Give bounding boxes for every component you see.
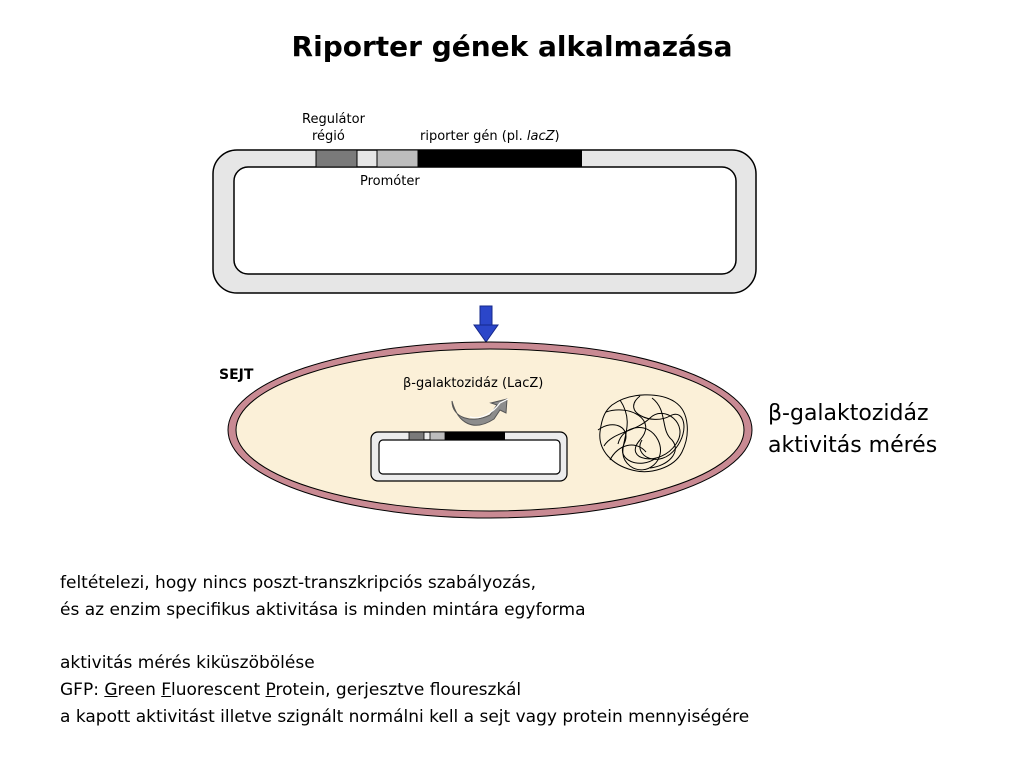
regulator-label-line2: régió	[312, 129, 345, 145]
cell-plasmid-promoter	[430, 432, 445, 440]
gfp-p: P	[266, 680, 276, 700]
down-arrow-icon	[474, 306, 498, 342]
regulator-region-segment	[316, 150, 357, 167]
note-line-1: feltételezi, hogy nincs poszt-transzkrip…	[60, 570, 749, 597]
measurement-label-line2: aktivitás mérés	[768, 430, 937, 462]
cell	[228, 342, 752, 518]
gfp-f: F	[161, 680, 171, 700]
enzyme-label-text: -galaktozidáz (LacZ)	[411, 376, 543, 391]
notes-block: feltételezi, hogy nincs poszt-transzkrip…	[60, 570, 749, 731]
measurement-beta-symbol: β	[768, 401, 782, 426]
gfp-luorescent: luorescent	[171, 680, 265, 700]
cell-plasmid-reporter	[445, 432, 505, 440]
measurement-label: β-galaktozidáz aktivitás mérés	[768, 398, 937, 462]
regulator-label-line1: Regulátor	[302, 112, 365, 128]
cell-plasmid	[371, 432, 567, 481]
note-line-2: és az enzim specifikus aktivitása is min…	[60, 597, 749, 624]
note-line-3: aktivitás mérés kiküszöbölése	[60, 650, 749, 677]
measurement-line1-text: -galaktozidáz	[782, 401, 928, 426]
page-title: Riporter gének alkalmazása	[0, 30, 1024, 63]
plasmid	[213, 150, 756, 293]
reporter-gene-segment	[418, 150, 582, 167]
reporter-gene-label-italic: lacZ	[527, 129, 555, 144]
notes-spacer	[60, 624, 749, 650]
gfp-prefix: GFP:	[60, 680, 104, 700]
plasmid-inner-area	[234, 167, 736, 274]
promoter-label: Promóter	[360, 174, 420, 190]
reporter-gene-label-prefix: riporter gén (pl.	[420, 129, 527, 144]
cell-label: SEJT	[219, 367, 253, 383]
gfp-reen: reen	[118, 680, 162, 700]
gfp-rest: rotein, gerjesztve floureszkál	[275, 680, 521, 700]
reporter-gene-label-suffix: )	[555, 129, 560, 144]
cell-cytoplasm	[236, 349, 744, 511]
promoter-segment	[377, 150, 418, 167]
cell-plasmid-regulator	[409, 432, 424, 440]
enzyme-label: β-galaktozidáz (LacZ)	[403, 376, 543, 392]
gfp-g: G	[104, 680, 117, 700]
measurement-label-line1: β-galaktozidáz	[768, 398, 937, 430]
note-line-gfp: GFP: Green Fluorescent Protein, gerjeszt…	[60, 677, 749, 704]
note-line-5: a kapott aktivitást illetve szignált nor…	[60, 704, 749, 731]
reporter-gene-label: riporter gén (pl. lacZ)	[420, 129, 560, 145]
